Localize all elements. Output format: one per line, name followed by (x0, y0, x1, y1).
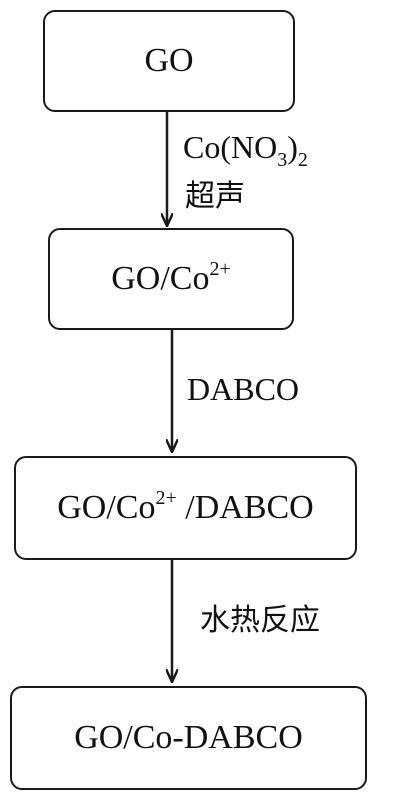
node-go-label: GO (144, 42, 194, 79)
node-go: GO (43, 10, 295, 112)
step1-reagent: Co(NO3)2 (183, 129, 308, 171)
node-go-co-label: GO/Co2+ (111, 258, 231, 297)
step1-condition: 超声 (185, 179, 245, 214)
node-go-co-dabco-label: GO/Co2+ /DABCO (57, 487, 314, 526)
step2-reagent: DABCO (187, 371, 300, 407)
node-go-co-dabco-final-label: GO/Co-DABCO (74, 719, 303, 756)
node-go-co-dabco: GO/Co2+ /DABCO (14, 456, 357, 560)
node-go-co-dabco-final: GO/Co-DABCO (10, 686, 367, 790)
node-go-co: GO/Co2+ (48, 228, 294, 330)
step3-condition: 水热反应 (200, 603, 320, 638)
